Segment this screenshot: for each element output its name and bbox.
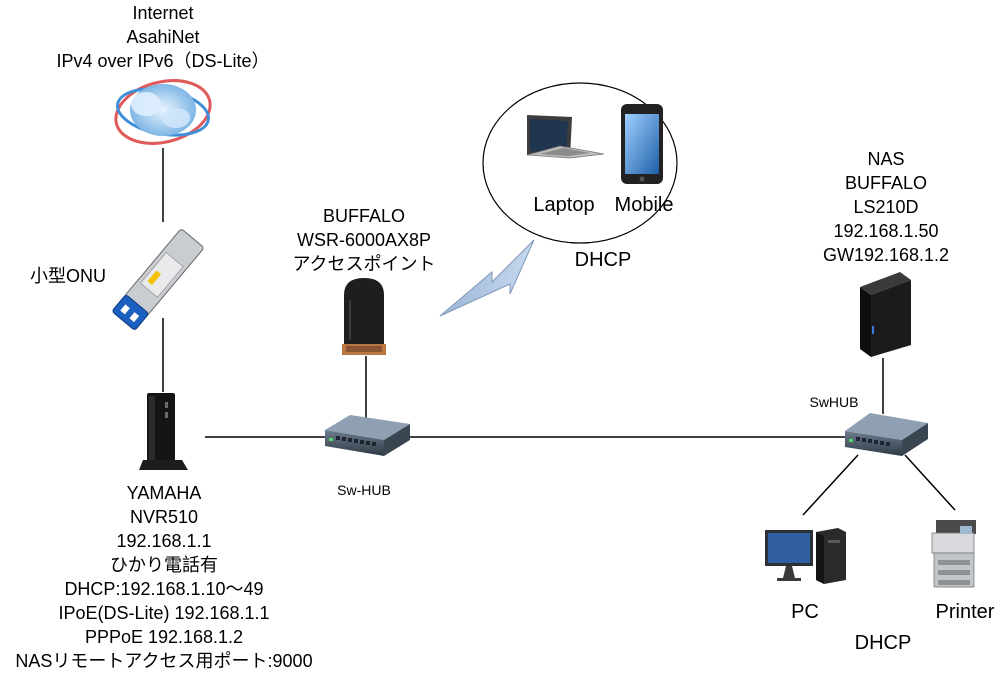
nas-line: LS210D <box>853 197 919 217</box>
network-switch-icon <box>845 413 928 456</box>
laptop-label: Laptop <box>533 194 595 216</box>
printer-icon <box>931 520 976 588</box>
sfp-module-icon <box>112 229 204 330</box>
router-line: NASリモートアクセス用ポート:9000 <box>15 651 313 671</box>
access-point-line: BUFFALO <box>322 206 406 226</box>
internet-line: AsahiNet <box>126 27 200 47</box>
connection-lines <box>162 148 956 516</box>
wireless-lightning-icon <box>439 239 535 317</box>
mobile-label: Mobile <box>614 194 674 216</box>
nas-icon <box>860 272 911 357</box>
onu-label: 小型ONU <box>30 266 106 286</box>
wired-dhcp-label: DHCP <box>854 632 912 654</box>
router-line: 192.168.1.1 <box>116 531 212 551</box>
pc-label: PC <box>791 601 819 623</box>
router-icon <box>139 393 188 470</box>
switch-left-label: Sw-HUB <box>337 482 391 498</box>
router-line: NVR510 <box>129 507 199 527</box>
smartphone-icon <box>621 104 663 184</box>
nas-line: BUFFALO <box>844 173 928 193</box>
access-point-line: WSR-6000AX8P <box>296 230 432 250</box>
access-point-label: BUFFALO WSR-6000AX8P アクセスポイント <box>270 204 458 276</box>
link-switch-pc <box>802 454 859 516</box>
switch-right-label: SwHUB <box>809 394 859 410</box>
wifi-router-icon <box>342 278 386 355</box>
router-line: YAMAHA <box>126 483 202 503</box>
router-line: IPoE(DS-Lite) 192.168.1.1 <box>58 603 270 623</box>
nas-line: NAS <box>867 149 905 169</box>
router-line: DHCP:192.168.1.10〜49 <box>64 579 264 599</box>
access-point-line: アクセスポイント <box>292 254 436 274</box>
wireless-group-ellipse <box>482 82 678 244</box>
router-line: ひかり電話有 <box>110 555 218 575</box>
internet-label: Internet AsahiNet IPv4 over IPv6（DS-Lite… <box>4 1 322 73</box>
nas-line: GW192.168.1.2 <box>822 245 950 265</box>
wireless-dhcp-label: DHCP <box>574 249 632 271</box>
desktop-pc-icon <box>765 528 846 584</box>
router-label: YAMAHA NVR510 192.168.1.1 ひかり電話有 DHCP:19… <box>0 481 328 673</box>
link-switch-printer <box>904 454 956 511</box>
internet-line: IPv4 over IPv6（DS-Lite） <box>56 51 270 71</box>
nas-label: NAS BUFFALO LS210D 192.168.1.50 GW192.16… <box>786 147 986 267</box>
internet-line: Internet <box>132 3 194 23</box>
network-switch-icon <box>325 415 410 456</box>
nas-line: 192.168.1.50 <box>833 221 939 241</box>
printer-label: Printer <box>935 601 995 623</box>
cloud-globe-icon <box>114 79 212 145</box>
router-line: PPPoE 192.168.1.2 <box>84 627 244 647</box>
laptop-icon <box>526 115 605 159</box>
